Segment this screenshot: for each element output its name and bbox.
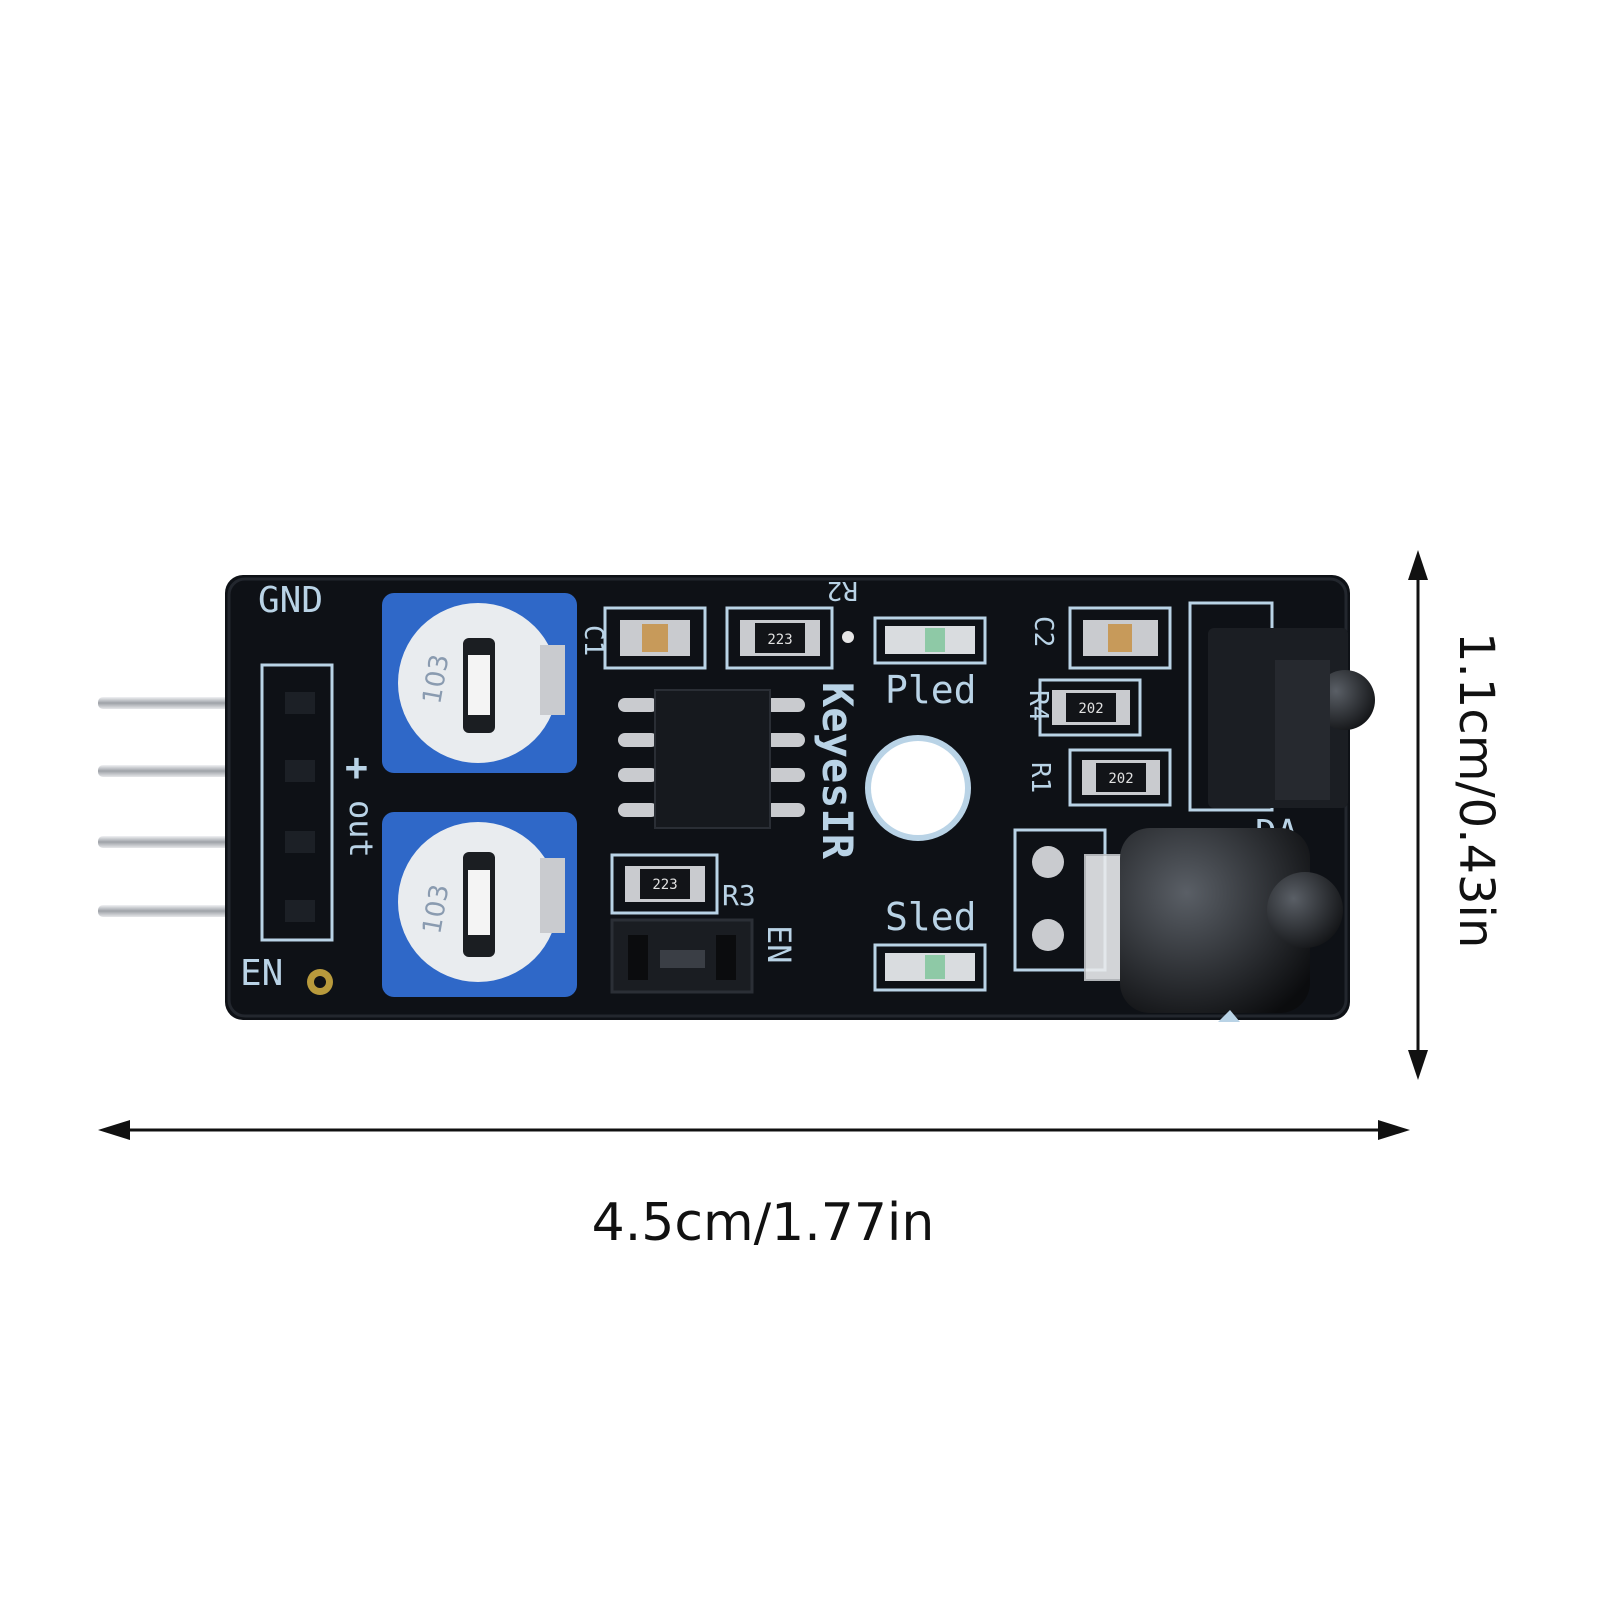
- capacitor-c1: C1: [578, 606, 707, 670]
- label-sled: Sled: [885, 895, 977, 939]
- ir-sensor-pcb: GND + out EN 103 103 C1: [225, 575, 1375, 1022]
- mounting-hole: [865, 735, 971, 841]
- resistor-r2: 223 R2: [725, 575, 858, 670]
- potentiometer-top: 103: [382, 593, 577, 773]
- ir-emitter: [1013, 828, 1343, 1022]
- width-label: 4.5cm/1.77in: [592, 1193, 935, 1253]
- r2-code: 223: [767, 632, 792, 648]
- header-footprint: [260, 663, 334, 942]
- arrow-left-icon: [98, 1120, 130, 1140]
- resistor-r3: 223 R3: [610, 853, 756, 915]
- label-r4: R4: [1023, 690, 1053, 721]
- ir-receiver: [1188, 601, 1375, 812]
- label-c2: C2: [1028, 616, 1058, 647]
- pin-label-gnd: GND: [258, 580, 323, 621]
- led-sled: Sled: [873, 895, 987, 992]
- led-pled: Pled: [873, 616, 987, 712]
- width-dimension: 4.5cm/1.77in: [98, 1120, 1410, 1253]
- header-solder-pads: [285, 692, 315, 922]
- pin-label-out: out: [342, 800, 380, 858]
- r4-code: 202: [1078, 701, 1103, 717]
- label-r1: R1: [1025, 762, 1055, 793]
- label-r2: R2: [827, 575, 858, 605]
- brand-label: KeyesIR: [813, 682, 862, 860]
- label-r3: R3: [722, 879, 756, 912]
- height-label: 1.1cm/0.43in: [1448, 632, 1504, 948]
- resistor-r4: 202 R4: [1023, 678, 1142, 737]
- label-en-jumper: EN: [760, 925, 798, 964]
- arrow-up-icon: [1408, 550, 1428, 580]
- capacitor-c2: C2: [1028, 606, 1172, 670]
- label-c1: C1: [578, 625, 608, 656]
- r1-code: 202: [1108, 771, 1133, 787]
- r3-code: 223: [652, 877, 677, 893]
- arrow-right-icon: [1378, 1120, 1410, 1140]
- height-dimension: 1.1cm/0.43in: [1408, 550, 1504, 1080]
- pin-label-plus: +: [345, 745, 368, 789]
- jumper-en: EN: [610, 918, 798, 994]
- resistor-r1: 202 R1: [1025, 748, 1172, 807]
- label-pled: Pled: [885, 668, 977, 712]
- arrow-down-icon: [1408, 1050, 1428, 1080]
- pin-label-en: EN: [240, 953, 283, 994]
- ic-chip: [618, 689, 805, 829]
- potentiometer-bottom: 103: [382, 812, 577, 997]
